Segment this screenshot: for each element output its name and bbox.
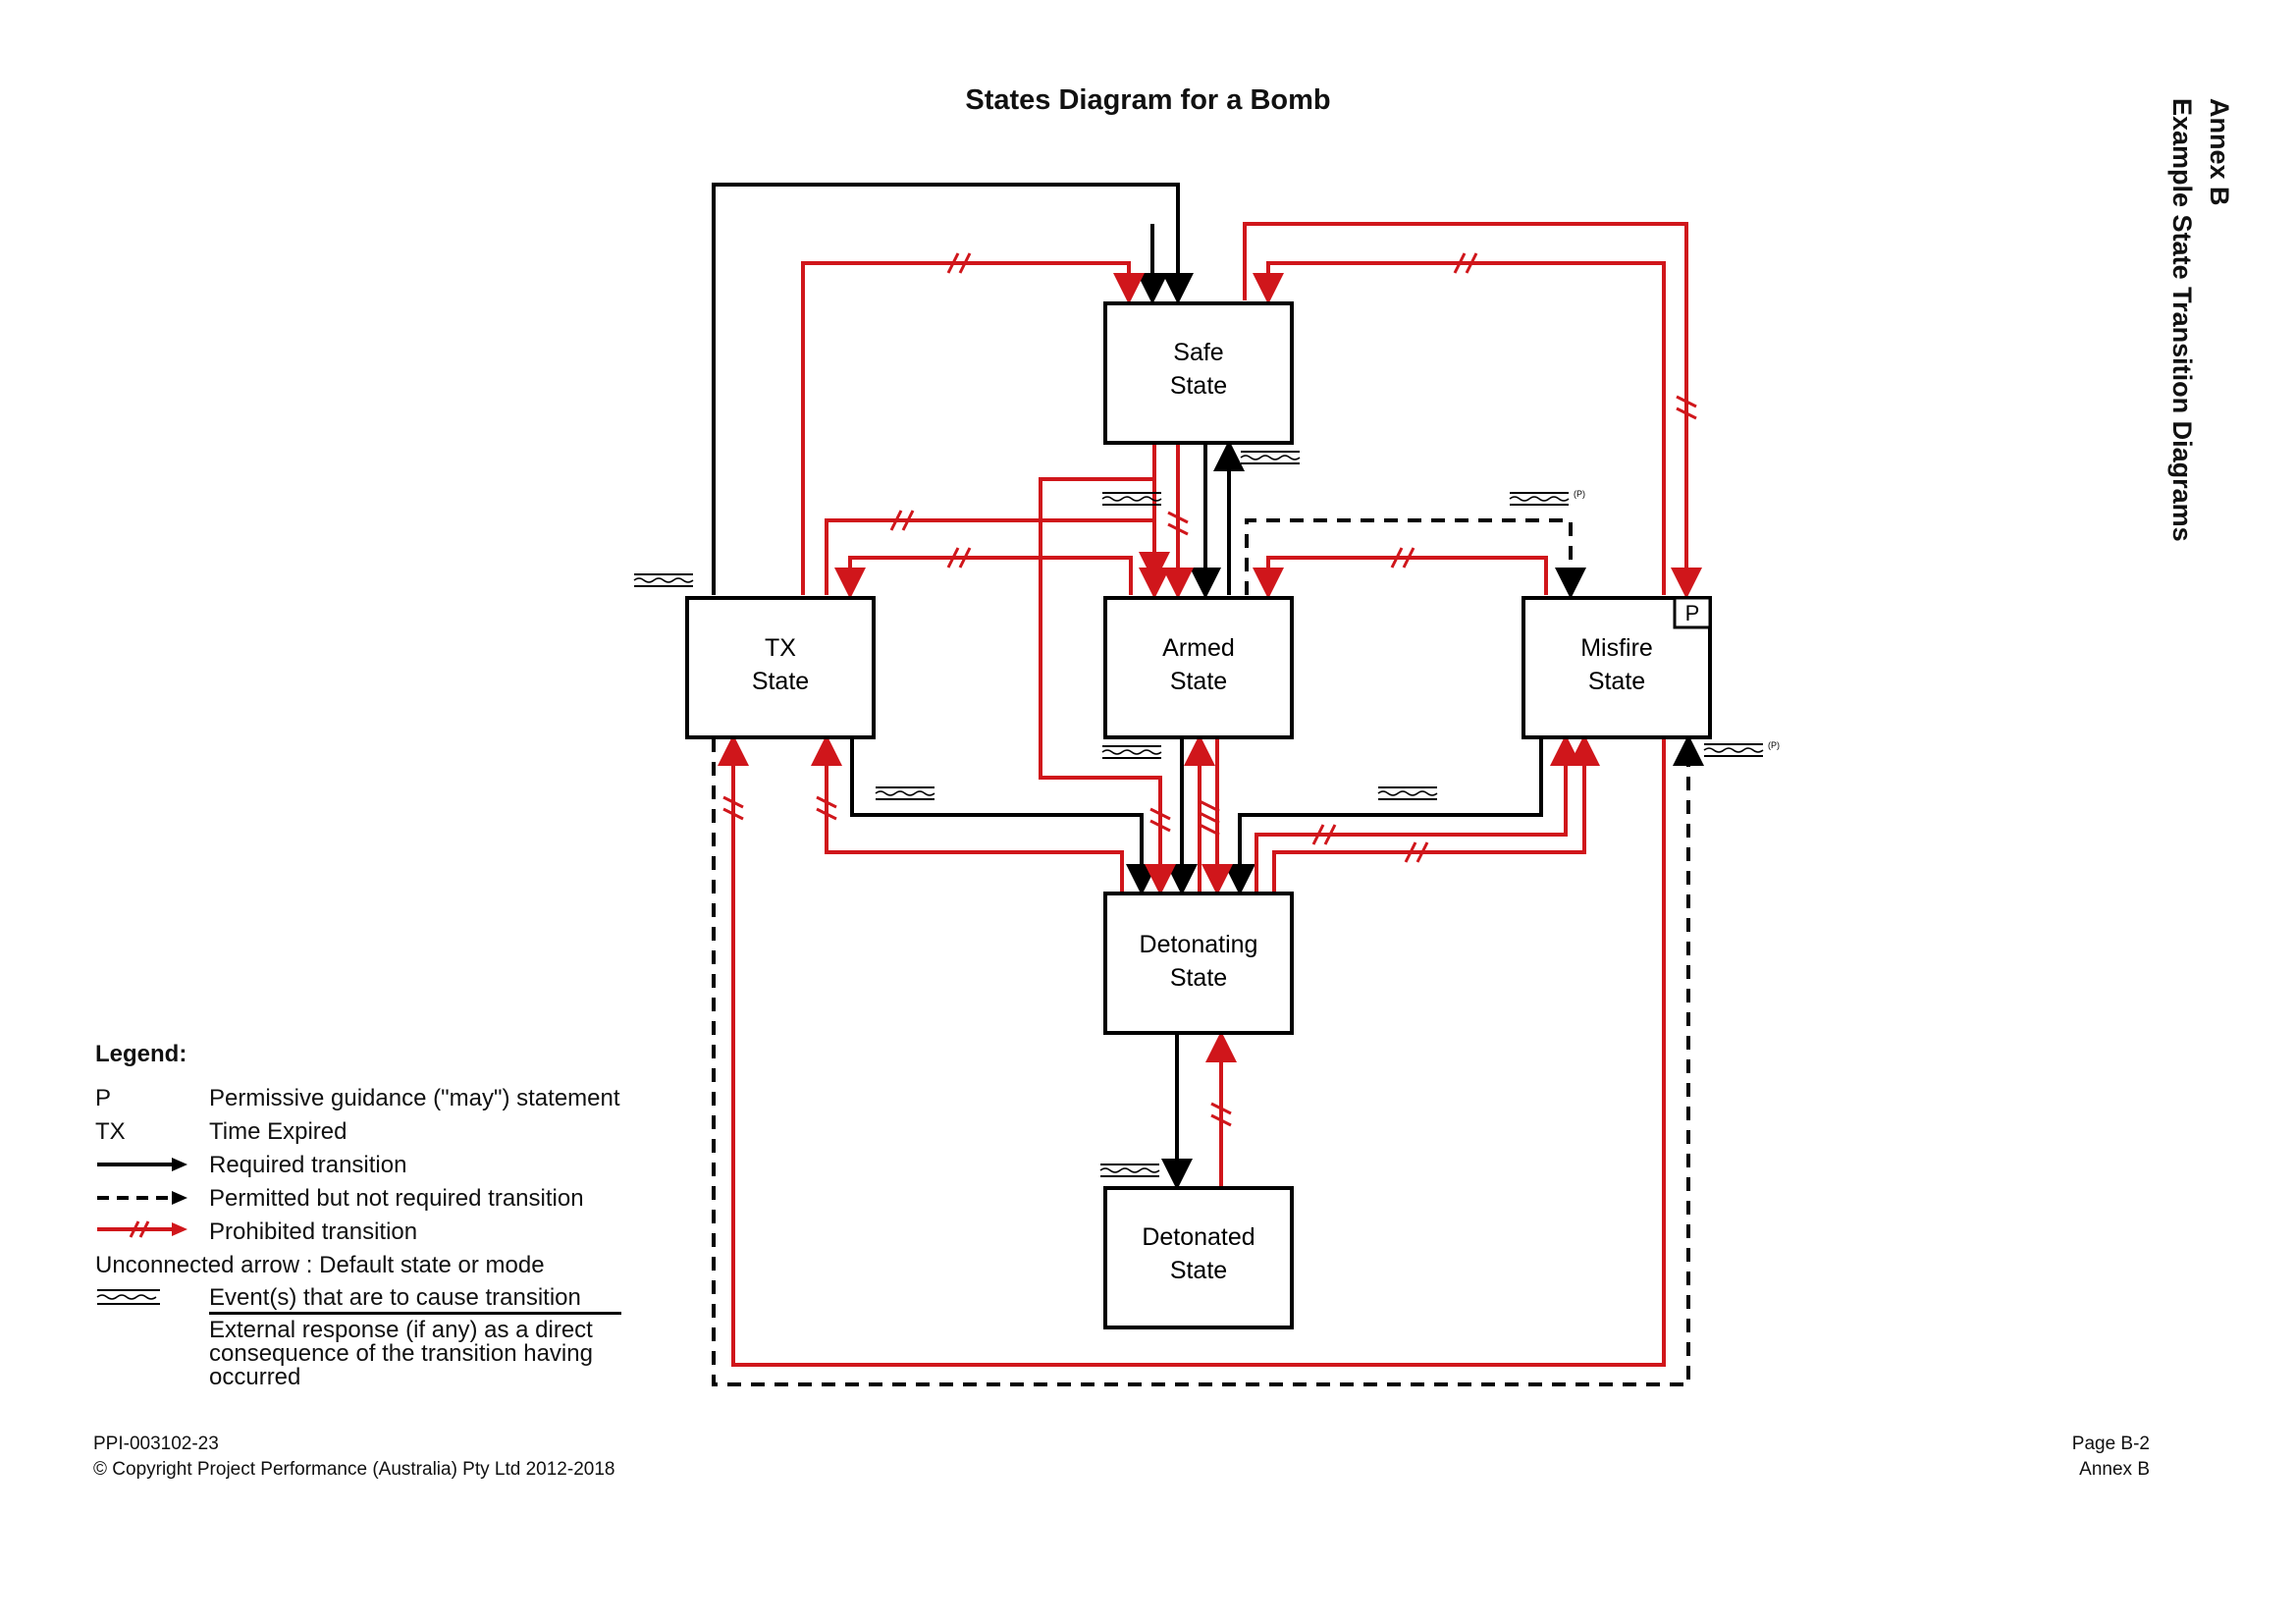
transition-armed-to-misfire	[1245, 518, 1586, 599]
footer-copyright: © Copyright Project Performance (Austral…	[93, 1459, 615, 1480]
state-armed: Armed State	[1103, 596, 1294, 739]
transition-misfire-to-safe-prohibited	[1253, 261, 1666, 595]
legend-text-permitted: Permitted but not required transition	[209, 1185, 584, 1212]
footer-page: Page B-2	[2071, 1434, 2150, 1454]
transition-tx-to-armed-prohibited	[825, 518, 1170, 599]
footer-left: PPI-003102-23 © Copyright Project Perfor…	[93, 1432, 614, 1483]
transition-safe-to-detonating-prohibited	[1039, 444, 1176, 895]
footer-annex: Annex B	[2079, 1459, 2150, 1480]
transition-detonating-to-misfire-a-prohibited	[1255, 734, 1581, 892]
prohibition-marks	[722, 252, 1697, 1127]
event-mark-misfire-detonating	[1377, 786, 1438, 800]
transition-misfire-to-tx-prohibited	[718, 734, 1666, 1367]
state-detonated-sublabel: State	[1170, 1257, 1227, 1284]
transition-detonating-to-tx-prohibited	[811, 734, 1124, 892]
state-safe: Safe State	[1103, 301, 1294, 445]
state-misfire-label: Misfire	[1580, 634, 1653, 662]
legend-row-permitted: Permitted but not required transition	[95, 1182, 621, 1216]
permissive-badge: P	[1685, 601, 1700, 625]
permitted-transitions	[712, 518, 1704, 1386]
state-detonated: Detonated State	[1103, 1186, 1294, 1329]
diagram-title: States Diagram for a Bomb	[965, 84, 1331, 116]
event-mark-tx-detonating	[875, 786, 935, 800]
event-mark-tx	[633, 573, 694, 587]
state-armed-label: Armed	[1162, 634, 1235, 662]
event-mark-safe	[1240, 451, 1301, 464]
state-misfire: P Misfire State	[1522, 596, 1712, 739]
event-marks: (P) (P)	[633, 451, 1780, 1177]
legend-heading: Legend:	[95, 1041, 187, 1067]
legend-row-required: Required transition	[95, 1149, 621, 1182]
legend-text-unconnected: Unconnected arrow : Default state or mod…	[95, 1252, 545, 1278]
state-tx-sublabel: State	[752, 668, 809, 695]
prohibited-transitions	[718, 222, 1702, 1367]
state-safe-label: Safe	[1173, 339, 1223, 366]
footer-doc-id: PPI-003102-23	[93, 1434, 219, 1454]
state-detonating-label: Detonating	[1140, 931, 1258, 958]
state-detonated-label: Detonated	[1142, 1223, 1255, 1251]
event-mark-safe-armed	[1101, 492, 1162, 506]
legend-text-required: Required transition	[209, 1152, 407, 1178]
legend-text-events: Event(s) that are to cause transition	[209, 1286, 621, 1315]
transition-tx-to-safe-prohibited	[801, 261, 1145, 595]
event-mark-misfire-tx	[1703, 743, 1764, 757]
required-transitions	[712, 183, 1543, 1190]
legend-row-prohibited: Prohibited transition	[95, 1216, 621, 1249]
legend: Legend: P Permissive guidance ("may") st…	[95, 1041, 621, 1389]
event-mark-armed-detonating	[1101, 745, 1162, 759]
footer-right: Page B-2 Annex B	[1963, 1432, 2150, 1483]
legend-text-prohibited: Prohibited transition	[209, 1218, 418, 1245]
legend-key-p: P	[95, 1085, 112, 1111]
transition-misfire-to-detonating	[1224, 738, 1543, 895]
transition-tx-to-misfire	[712, 734, 1704, 1386]
legend-event-mark-icon	[95, 1286, 209, 1389]
legend-text-tx: Time Expired	[209, 1118, 347, 1145]
state-detonating-sublabel: State	[1170, 964, 1227, 992]
legend-row-tx: TX Time Expired	[95, 1115, 621, 1149]
transition-tx-to-safe	[712, 183, 1194, 595]
legend-text-response: External response (if any) as a direct c…	[209, 1317, 593, 1390]
event-permissive-mark-misfire-tx: (P)	[1768, 740, 1780, 750]
legend-row-p: P Permissive guidance ("may") statement	[95, 1082, 621, 1115]
state-safe-sublabel: State	[1170, 372, 1227, 400]
transition-safe-to-misfire-prohibited	[1243, 222, 1702, 599]
state-detonating: Detonating State	[1103, 892, 1294, 1035]
state-tx: TX State	[685, 596, 876, 739]
event-mark-detonated	[1099, 1164, 1160, 1177]
event-permissive-mark-armed-misfire: (P)	[1574, 489, 1585, 499]
legend-permitted-arrow-icon	[95, 1185, 209, 1213]
legend-row-events: Event(s) that are to cause transition Ex…	[95, 1286, 621, 1389]
event-mark-armed-misfire	[1509, 492, 1570, 506]
transition-detonating-to-misfire-b-prohibited	[1272, 734, 1600, 892]
state-armed-sublabel: State	[1170, 668, 1227, 695]
state-tx-label: TX	[765, 634, 796, 662]
legend-required-arrow-icon	[95, 1152, 209, 1179]
transition-tx-to-detonating	[850, 738, 1157, 895]
state-misfire-sublabel: State	[1588, 668, 1645, 695]
transition-armed-to-tx-prohibited	[834, 556, 1133, 599]
legend-prohibited-arrow-icon	[95, 1218, 209, 1246]
legend-text-p: Permissive guidance ("may") statement	[209, 1085, 620, 1111]
legend-key-tx: TX	[95, 1118, 126, 1145]
